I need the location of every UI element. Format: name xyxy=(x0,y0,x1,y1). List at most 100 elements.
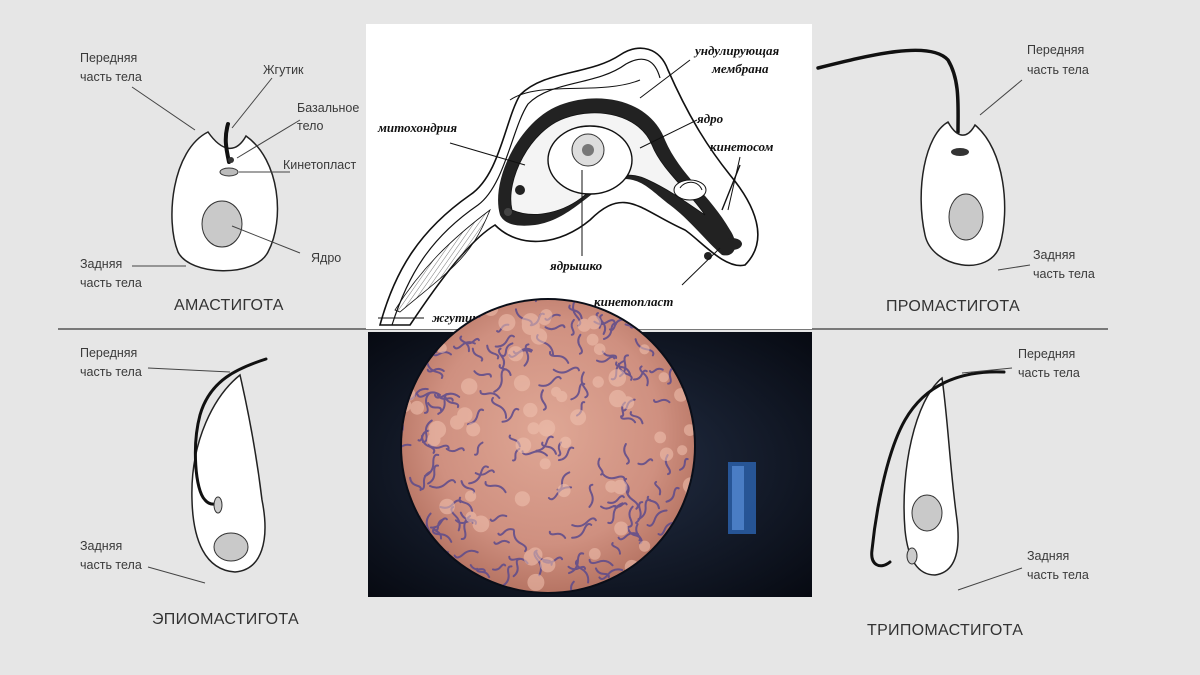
svg-text:часть тела: часть тела xyxy=(1027,63,1089,77)
nucleus-label-center: ядро xyxy=(696,111,724,126)
promastigote-rear-label-2: часть тела xyxy=(1033,267,1095,281)
svg-text:часть тела: часть тела xyxy=(80,276,142,290)
trypomastigote-front-label-2: часть тела xyxy=(1018,366,1080,380)
red-blood-cell xyxy=(557,484,570,497)
amastigote-panel: Передняя часть тела Жгутик Базальное тел… xyxy=(80,51,359,314)
red-blood-cell xyxy=(570,409,586,425)
svg-text:часть тела: часть тела xyxy=(1033,267,1095,281)
red-blood-cell xyxy=(654,432,666,444)
undulating-membrane-label-1: ундулирующая xyxy=(693,43,780,58)
epimastigote-rear-label-1: Задняя xyxy=(80,539,122,553)
svg-text:Задняя: Задняя xyxy=(1033,248,1075,262)
red-blood-cell xyxy=(524,550,540,566)
red-blood-cell xyxy=(594,343,606,355)
svg-text:часть тела: часть тела xyxy=(80,365,142,379)
svg-text:Задняя: Задняя xyxy=(80,257,122,271)
trypomastigote-nucleus xyxy=(912,495,942,531)
amastigote-front-label-1: Передняя xyxy=(80,51,137,65)
nucleolus-label: ядрышко xyxy=(549,258,603,273)
trypanosome-structure-diagram: ундулирующая мембрана митохондрия ядро к… xyxy=(366,24,812,329)
promastigote-nucleus xyxy=(949,194,983,240)
red-blood-cell xyxy=(609,390,626,407)
epimastigote-title: ЭПИОМАСТИГОТА xyxy=(152,611,299,628)
kinetoplast-label-center: кинетопласт xyxy=(594,294,673,309)
red-blood-cell xyxy=(457,407,472,422)
svg-text:тело: тело xyxy=(297,119,324,133)
red-blood-cell xyxy=(465,491,476,502)
blood-smear-micrograph xyxy=(368,292,812,599)
amastigote-rear-label-2: часть тела xyxy=(80,276,142,290)
amastigote-basal-label-2: тело xyxy=(297,119,324,133)
trypomastigote-front-label-1: Передняя xyxy=(1018,347,1075,361)
red-blood-cell xyxy=(527,574,544,591)
red-blood-cell xyxy=(560,437,571,448)
red-blood-cell xyxy=(427,433,440,446)
svg-text:Задняя: Задняя xyxy=(80,539,122,553)
epimastigote-panel: Передняя часть тела Задняя часть тела ЭП… xyxy=(80,346,299,628)
red-blood-cell xyxy=(508,346,523,361)
epimastigote-kinetoplast xyxy=(214,497,222,513)
red-blood-cell xyxy=(660,448,673,461)
amastigote-kinetoplast xyxy=(220,168,238,176)
red-blood-cell xyxy=(538,420,555,437)
kinetosome-label: кинетосом xyxy=(710,139,774,154)
red-blood-cell xyxy=(639,541,650,552)
promastigote-rear-label-1: Задняя xyxy=(1033,248,1075,262)
promastigote-front-label-2: часть тела xyxy=(1027,63,1089,77)
amastigote-rear-label-1: Задняя xyxy=(80,257,122,271)
amastigote-front-label-2: часть тела xyxy=(80,70,142,84)
svg-text:Передняя: Передняя xyxy=(80,51,137,65)
red-blood-cell xyxy=(614,522,628,536)
red-blood-cell xyxy=(605,481,617,493)
svg-text:часть тела: часть тела xyxy=(1018,366,1080,380)
amastigote-flagellum-label: Жгутик xyxy=(263,63,304,77)
red-blood-cell xyxy=(498,314,515,331)
promastigote-body xyxy=(921,122,1005,265)
red-blood-cell xyxy=(461,378,477,394)
amastigote-flagellum xyxy=(226,124,229,162)
amastigote-nucleus xyxy=(202,201,242,247)
trypomastigote-rear-label-2: часть тела xyxy=(1027,568,1089,582)
svg-text:часть тела: часть тела xyxy=(80,558,142,572)
svg-text:Передняя: Передняя xyxy=(1018,347,1075,361)
amastigote-basal-label-1: Базальное xyxy=(297,101,359,115)
promastigote-title: ПРОМАСТИГОТА xyxy=(886,298,1020,315)
svg-text:часть тела: часть тела xyxy=(80,70,142,84)
red-blood-cell xyxy=(587,334,599,346)
svg-text:часть тела: часть тела xyxy=(1027,568,1089,582)
trypomastigote-rear-label-1: Задняя xyxy=(1027,549,1069,563)
red-blood-cell xyxy=(516,438,532,454)
red-blood-cell xyxy=(523,403,537,417)
trypomastigote-title: ТРИПОМАСТИГОТА xyxy=(867,622,1023,639)
promastigote-kinetoplast xyxy=(951,148,969,156)
undulating-membrane-label-2: мембрана xyxy=(711,61,769,76)
red-blood-cell xyxy=(439,499,455,515)
epimastigote-rear-label-2: часть тела xyxy=(80,558,142,572)
trypomastigote-panel: Передняя часть тела Задняя часть тела ТР… xyxy=(867,347,1089,639)
red-blood-cell xyxy=(551,387,561,397)
red-blood-cell xyxy=(593,376,604,387)
red-blood-cell xyxy=(659,372,669,382)
svg-text:Задняя: Задняя xyxy=(1027,549,1069,563)
red-blood-cell xyxy=(677,445,687,455)
red-blood-cell xyxy=(540,458,551,469)
red-blood-cell xyxy=(540,557,555,572)
red-blood-cell xyxy=(473,516,490,533)
red-blood-cell xyxy=(639,344,649,354)
red-blood-cell xyxy=(531,328,547,344)
red-blood-cell xyxy=(578,319,591,332)
epimastigote-nucleus xyxy=(214,533,248,561)
svg-text:Передняя: Передняя xyxy=(80,346,137,360)
promastigote-panel: Передняя часть тела Задняя часть тела ПР… xyxy=(818,43,1095,315)
amastigote-nucleus-label: Ядро xyxy=(311,251,341,265)
red-blood-cell xyxy=(515,491,530,506)
red-blood-cell xyxy=(514,375,530,391)
promastigote-front-label-1: Передняя xyxy=(1027,43,1084,57)
red-blood-cell xyxy=(466,422,480,436)
red-blood-cell xyxy=(538,312,551,325)
svg-text:Передняя: Передняя xyxy=(1027,43,1084,57)
trypomastigote-kinetoplast xyxy=(907,548,917,564)
red-blood-cell xyxy=(528,422,540,434)
epimastigote-front-label-2: часть тела xyxy=(80,365,142,379)
